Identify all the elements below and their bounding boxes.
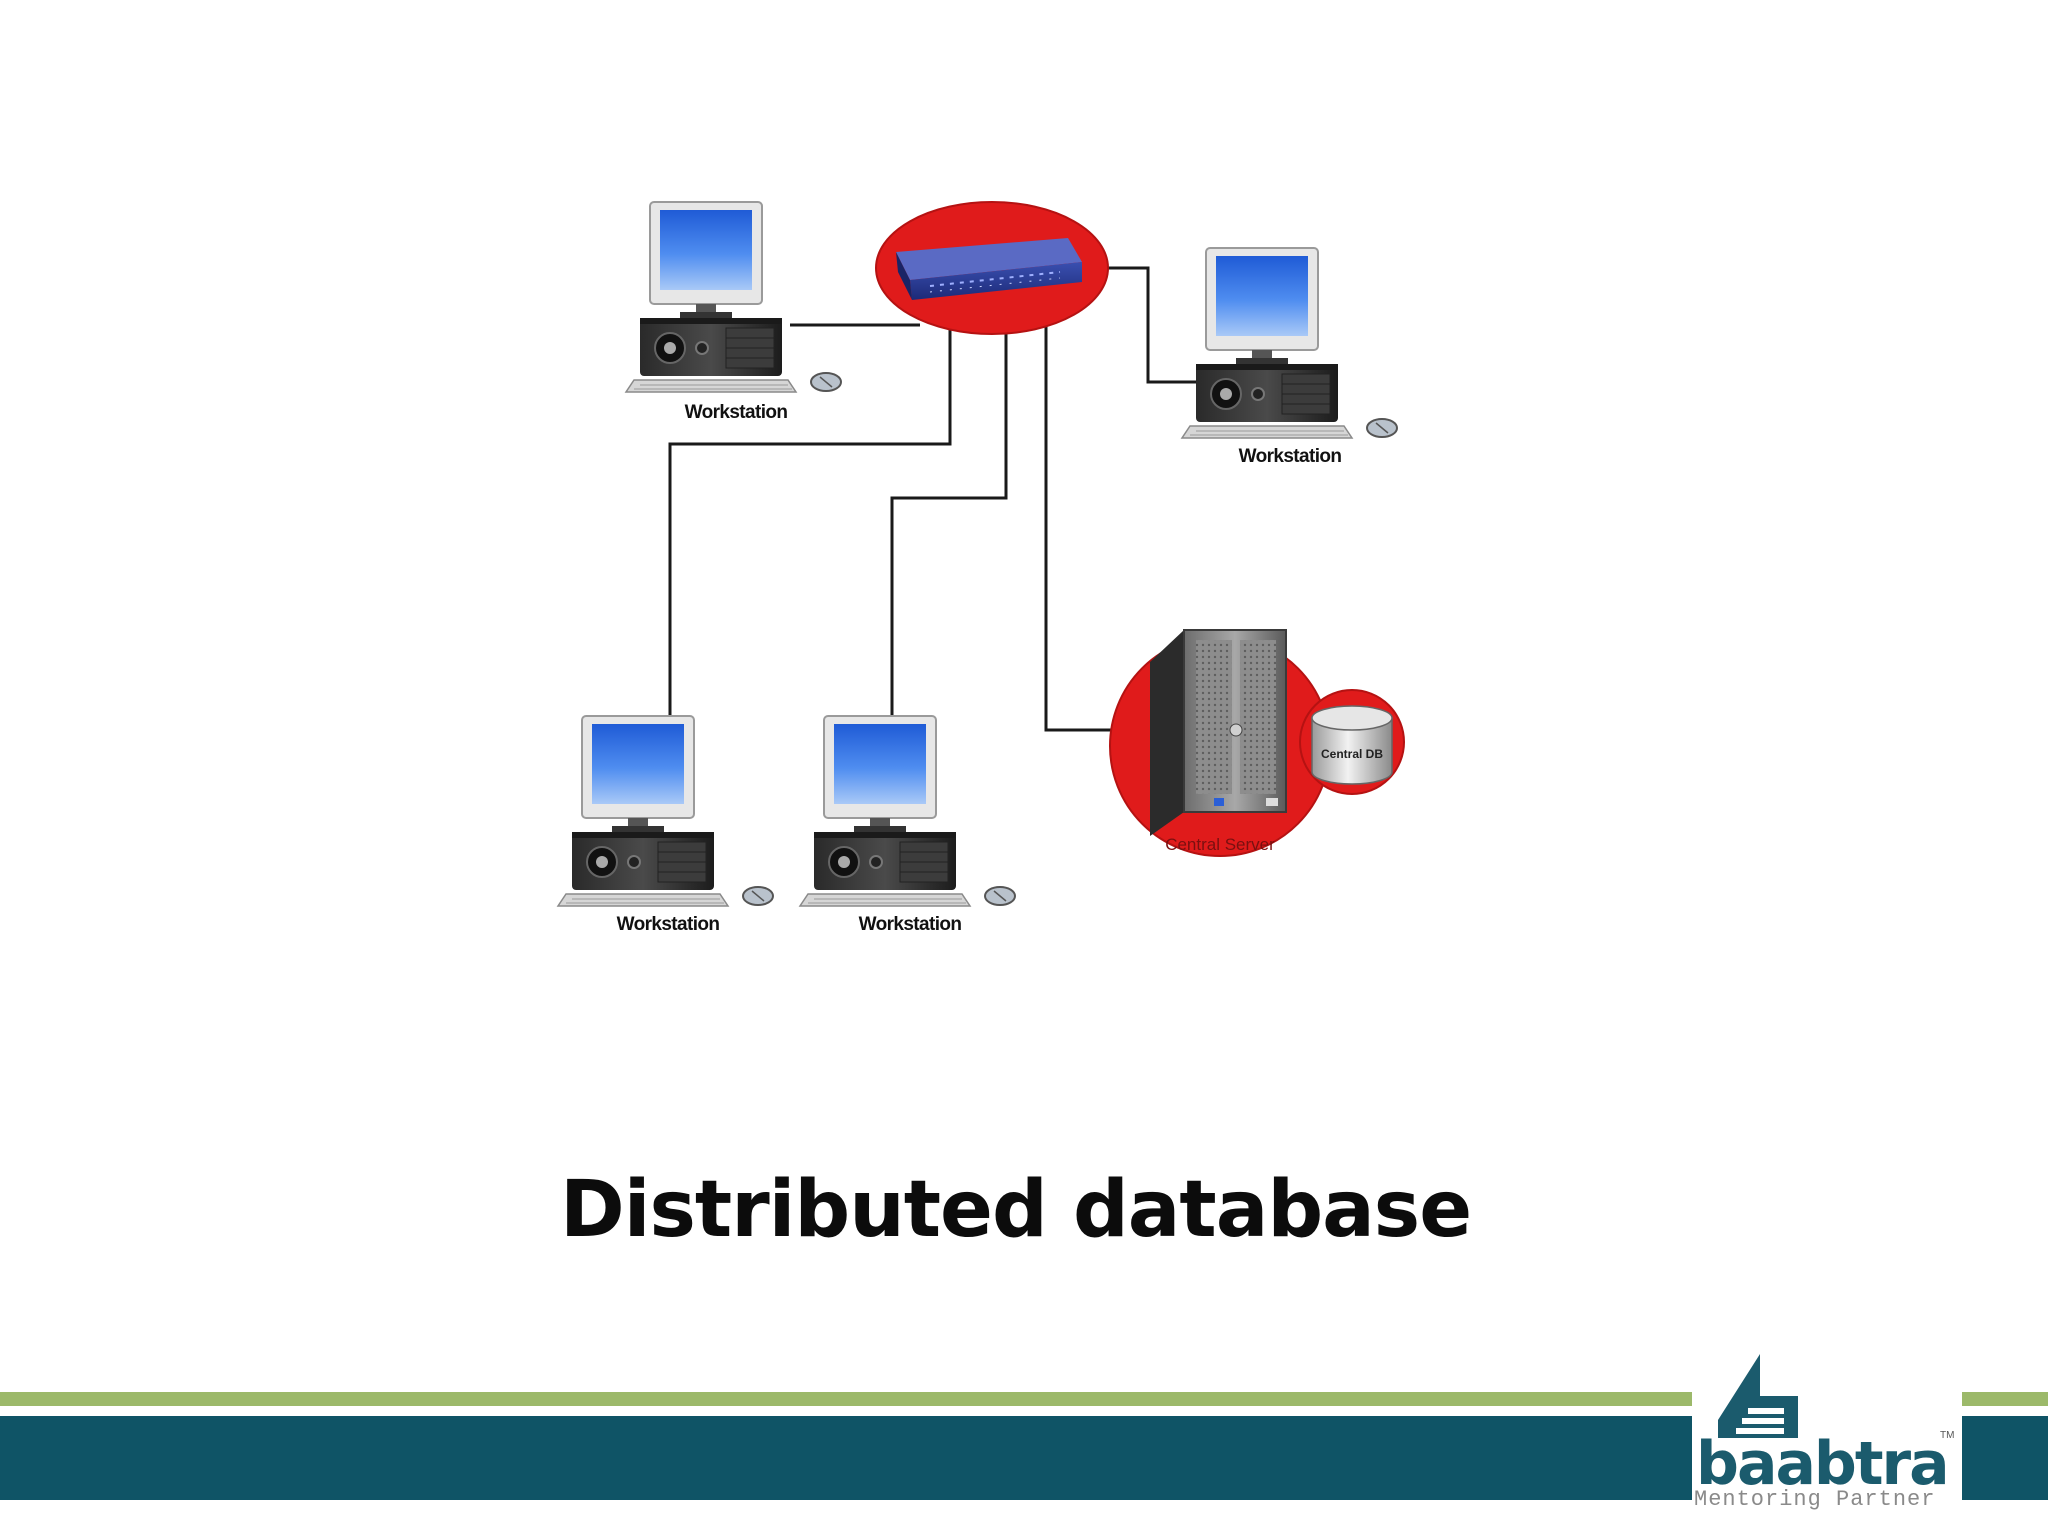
cable-workstation-top-right [1105,266,1200,384]
cable-central-server [1044,292,1148,732]
workstation-label: Workstation [1239,446,1342,467]
router-hub [875,201,1109,335]
baabtra-logo: baabtra TM [1692,1354,1962,1536]
workstation-label: Workstation [859,914,962,935]
workstation-bottom-center: Workstation [799,715,1016,935]
green-stripe-right [1962,1392,2048,1406]
workstation-top-right: Workstation [1181,247,1398,467]
workstation-bottom-left: Workstation [557,715,774,935]
green-stripe [0,1392,1692,1406]
logo-trademark: TM [1940,1430,1954,1441]
cable-workstation-bottom-left [668,292,952,716]
teal-band-right [1962,1416,2048,1500]
footer-bands [0,1392,2048,1500]
logo-emblem [1718,1354,1798,1438]
router-icon [896,238,1082,300]
logo-tagline: Mentoring Partner [1694,1487,1936,1512]
database-label: Central DB [1321,747,1383,761]
server-label: Central Server [1165,835,1275,854]
logo-wordmark: baabtra [1696,1429,1948,1499]
slide-title: Distributed database [560,1165,1472,1255]
workstation-top-left: Workstation [625,201,842,423]
cable-workstation-bottom-center [890,292,1008,716]
workstation-label: Workstation [617,914,720,935]
workstation-label: Workstation [685,402,788,423]
database-icon [1311,705,1393,785]
central-server-group: Central Server Central DB [1109,629,1405,857]
server-tower-icon [1150,629,1287,836]
teal-band [0,1416,1692,1500]
